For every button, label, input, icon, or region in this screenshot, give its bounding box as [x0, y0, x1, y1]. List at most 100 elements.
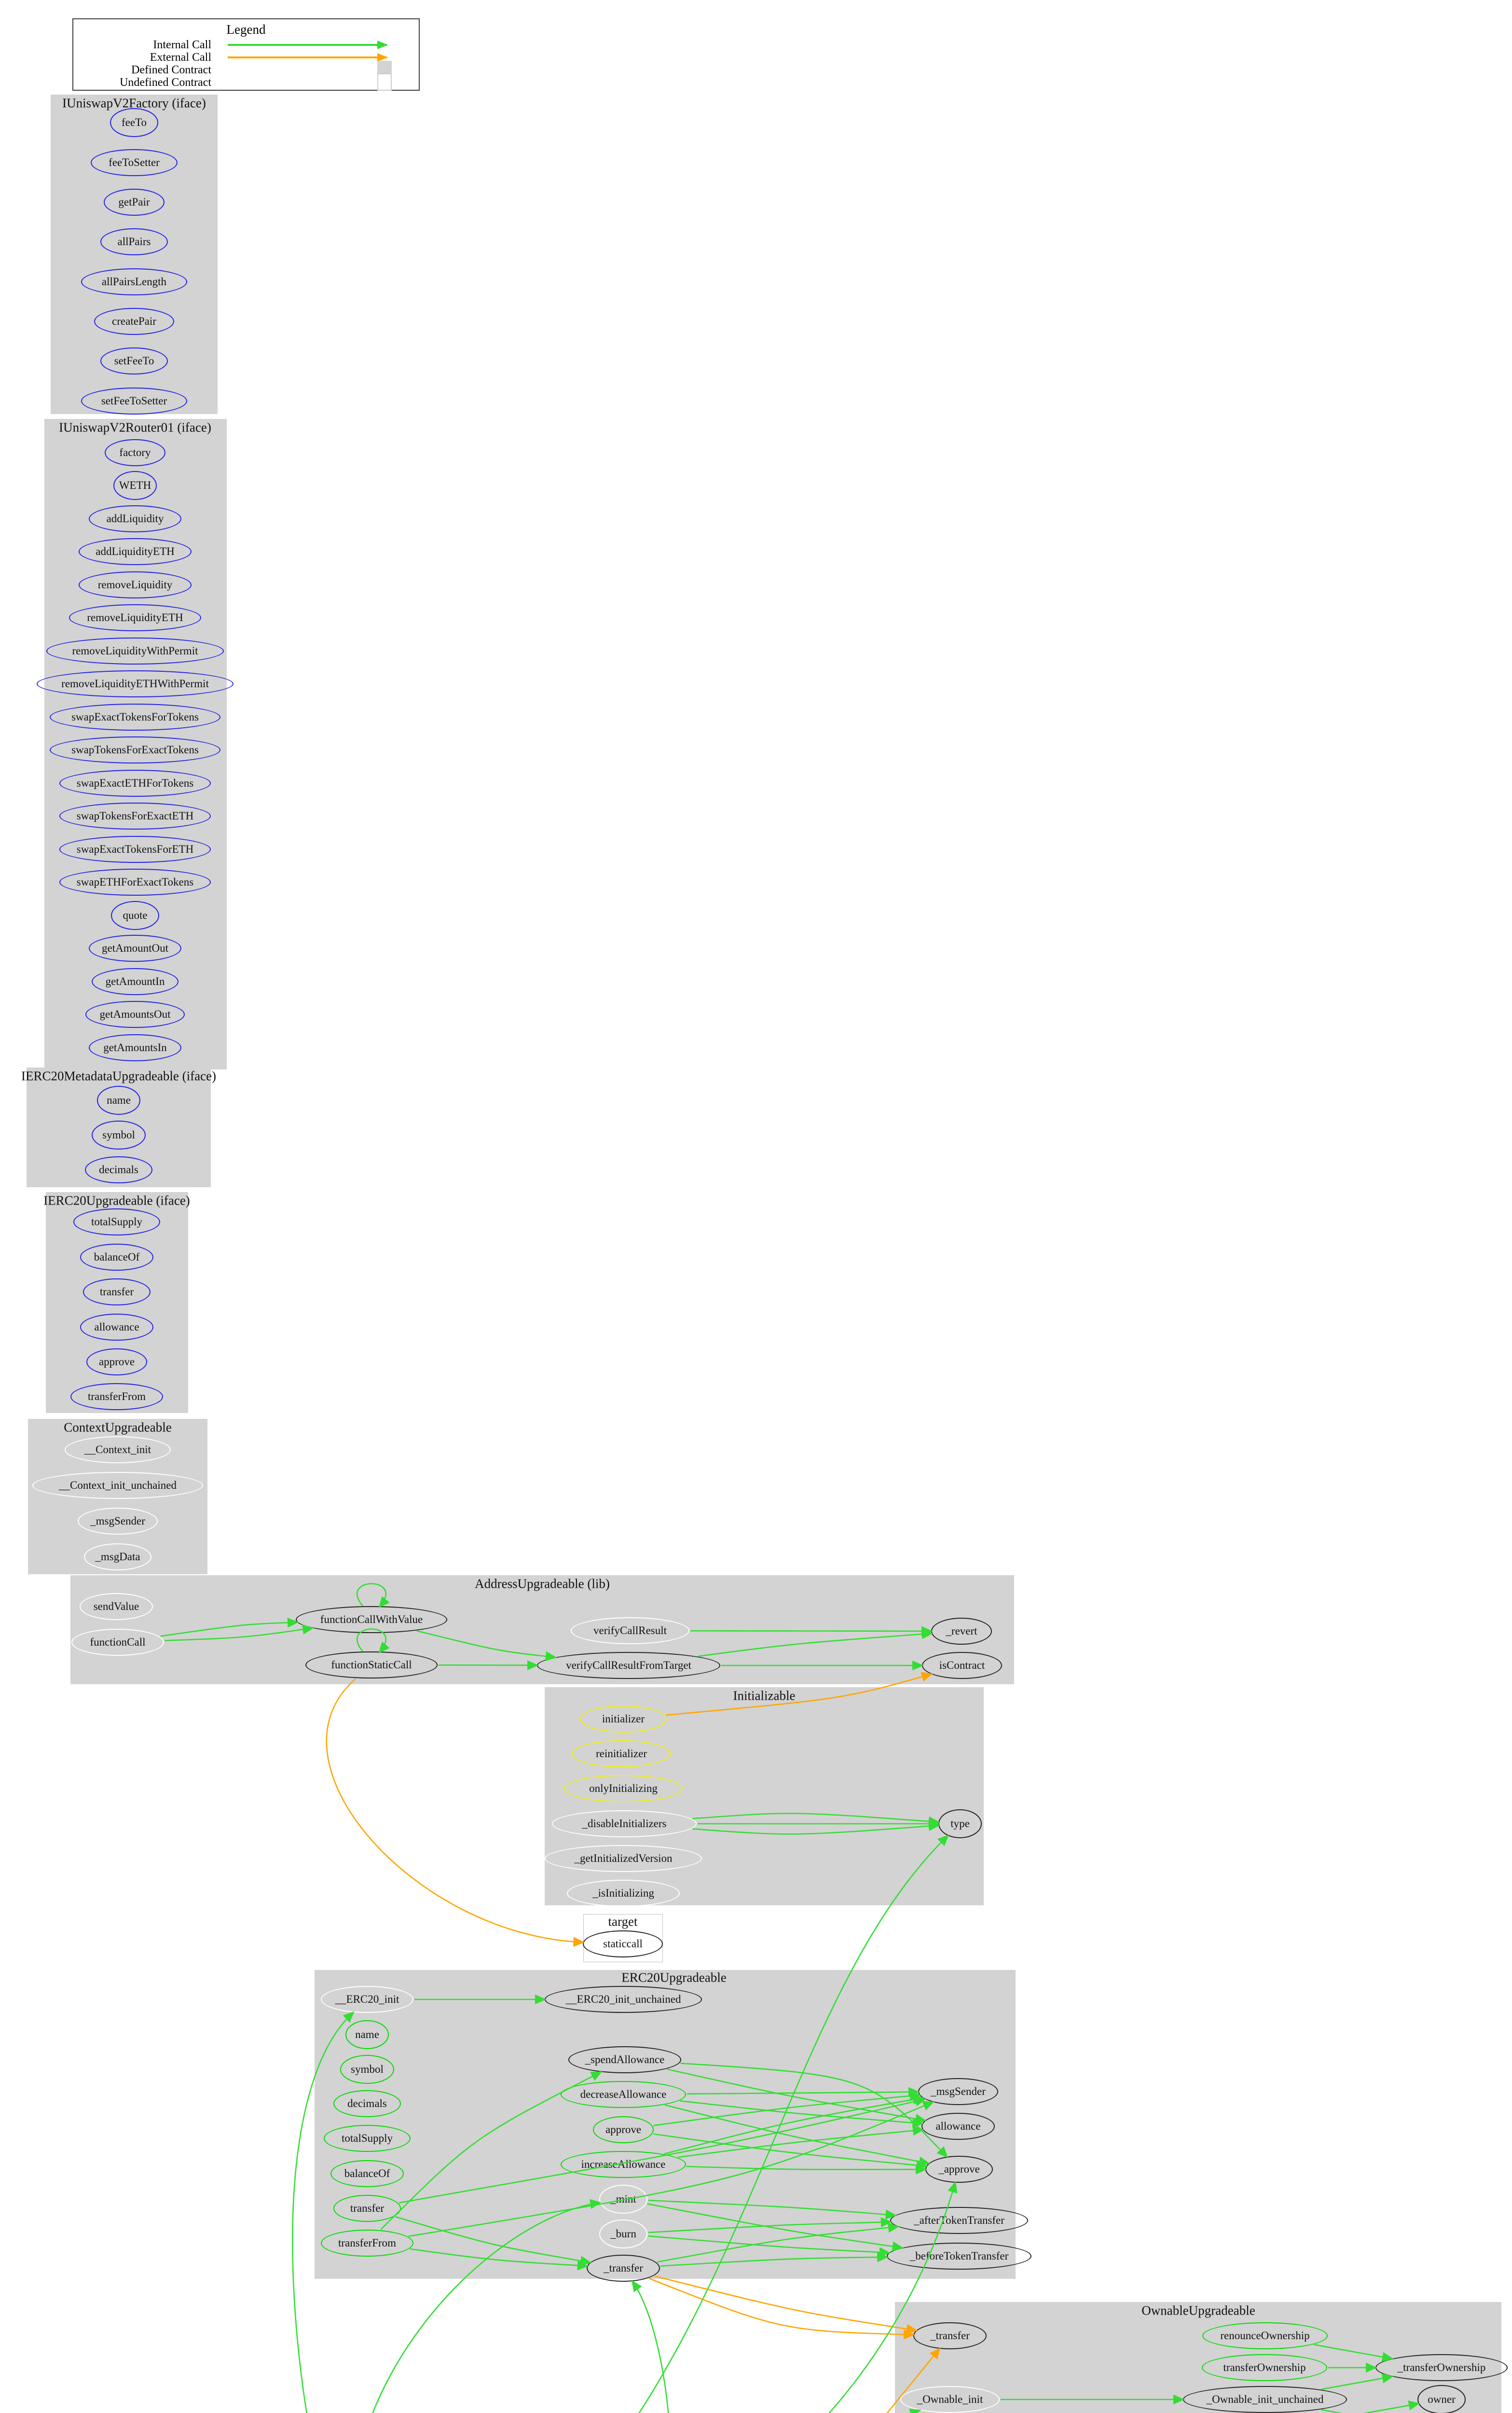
node-ownable-_transfer: _transfer	[913, 2322, 987, 2349]
node-erc20-_spendAllowance: _spendAllowance	[568, 2046, 681, 2073]
undefined-contract-swatch	[377, 73, 392, 91]
node-init-_isInitializing: _isInitializing	[567, 1880, 680, 1907]
node-erc20-_burn: _burn	[599, 2219, 647, 2248]
node-factoryIface-setFeeTo: setFeeTo	[100, 347, 168, 374]
node-erc20-name: name	[345, 2020, 389, 2049]
node-ierc20-totalSupply: totalSupply	[73, 1208, 160, 1235]
node-factoryIface-feeTo: feeTo	[110, 108, 158, 137]
node-erc20-allowance: allowance	[921, 2113, 995, 2140]
legend-item-label: Undefined Contract	[120, 76, 211, 89]
node-init-reinitializer: reinitializer	[572, 1740, 671, 1767]
external-call-arrow-icon	[228, 53, 388, 62]
node-init-type: type	[938, 1809, 982, 1838]
node-context-_msgData: _msgData	[84, 1543, 151, 1570]
node-factoryIface-allPairs: allPairs	[100, 228, 168, 255]
node-factoryIface-setFeeToSetter: setFeeToSetter	[81, 388, 187, 415]
node-erc20-_beforeTokenTransfer: _beforeTokenTransfer	[887, 2243, 1031, 2270]
cluster-title-erc20meta: IERC20MetadataUpgradeable (iface)	[21, 1068, 217, 1083]
node-context-__Context_init_unchained: __Context_init_unchained	[32, 1472, 203, 1499]
node-ierc20-allowance: allowance	[80, 1314, 153, 1341]
node-router01-quote: quote	[111, 901, 159, 930]
cluster-title-addr: AddressUpgradeable (lib)	[475, 1576, 610, 1591]
node-router01-getAmountsOut: getAmountsOut	[85, 1001, 185, 1028]
node-router01-WETH: WETH	[113, 471, 157, 500]
node-addr-functionCallWithValue: functionCallWithValue	[296, 1606, 447, 1633]
node-init-initializer: initializer	[580, 1706, 667, 1733]
node-erc20-__ERC20_init_unchained: __ERC20_init_unchained	[545, 1986, 702, 2013]
node-erc20meta-decimals: decimals	[85, 1156, 152, 1183]
node-erc20-balanceOf: balanceOf	[330, 2160, 404, 2187]
node-erc20-transfer: transfer	[333, 2195, 401, 2222]
node-router01-swapExactTokensForETH: swapExactTokensForETH	[59, 836, 211, 863]
node-erc20-_msgSender: _msgSender	[918, 2078, 998, 2105]
node-erc20-_transfer: _transfer	[587, 2255, 660, 2282]
node-ownable-_Ownable_init: _Ownable_init	[900, 2386, 1000, 2413]
node-router01-removeLiquidity: removeLiquidity	[79, 571, 192, 598]
node-ownable-renounceOwnership: renounceOwnership	[1202, 2322, 1328, 2349]
legend-item-label: Defined Contract	[131, 63, 211, 76]
node-erc20-_mint: _mint	[599, 2185, 647, 2214]
node-factoryIface-createPair: createPair	[94, 308, 174, 335]
node-ierc20-balanceOf: balanceOf	[80, 1244, 153, 1271]
node-router01-swapExactTokensForTokens: swapExactTokensForTokens	[50, 704, 220, 731]
node-erc20-transferFrom: transferFrom	[321, 2230, 413, 2257]
node-ownable-transferOwnership: transferOwnership	[1202, 2354, 1327, 2381]
node-context-__Context_init: __Context_init	[65, 1436, 171, 1463]
node-addr-_revert: _revert	[931, 1618, 992, 1645]
legend-title: Legend	[226, 22, 266, 37]
cluster-title-router01: IUniswapV2Router01 (iface)	[59, 420, 211, 435]
node-ownable-_transferOwnership: _transferOwnership	[1375, 2354, 1508, 2381]
node-addr-verifyCallResult: verifyCallResult	[571, 1617, 689, 1644]
node-router01-getAmountIn: getAmountIn	[92, 968, 179, 995]
cluster-title-ownable: OwnableUpgradeable	[1141, 2303, 1255, 2318]
cluster-title-factoryIface: IUniswapV2Factory (iface)	[62, 96, 206, 111]
node-erc20-_approve: _approve	[925, 2156, 993, 2183]
legend-item-label: External Call	[150, 51, 211, 64]
node-ownable-_Ownable_init_unchained: _Ownable_init_unchained	[1183, 2386, 1347, 2413]
node-addr-verifyCallResultFromTarget: verifyCallResultFromTarget	[537, 1652, 720, 1679]
node-init-_disableInitializers: _disableInitializers	[552, 1810, 697, 1837]
node-ierc20-approve: approve	[86, 1348, 147, 1375]
node-factoryIface-feeToSetter: feeToSetter	[91, 149, 178, 176]
node-target-staticcall: staticcall	[583, 1930, 663, 1957]
node-ierc20-transferFrom: transferFrom	[70, 1383, 163, 1410]
node-erc20-decimals: decimals	[333, 2090, 401, 2117]
node-erc20-_afterTokenTransfer: _afterTokenTransfer	[890, 2207, 1028, 2234]
node-erc20-symbol: symbol	[340, 2055, 394, 2084]
cluster-title-context: ContextUpgradeable	[64, 1420, 172, 1435]
cluster-title-init: Initializable	[733, 1688, 796, 1703]
node-init-_getInitializedVersion: _getInitializedVersion	[545, 1845, 702, 1872]
node-addr-functionStaticCall: functionStaticCall	[305, 1651, 438, 1678]
node-router01-getAmountOut: getAmountOut	[89, 935, 181, 962]
node-addr-sendValue: sendValue	[80, 1593, 153, 1620]
node-context-_msgSender: _msgSender	[78, 1508, 158, 1535]
node-factoryIface-getPair: getPair	[104, 189, 165, 216]
internal-call-arrow-icon	[228, 41, 388, 49]
legend-item-label: Internal Call	[153, 38, 211, 51]
node-router01-swapETHForExactTokens: swapETHForExactTokens	[59, 869, 211, 896]
node-erc20-totalSupply: totalSupply	[324, 2125, 411, 2152]
cluster-title-target: target	[608, 1914, 638, 1929]
node-factoryIface-allPairsLength: allPairsLength	[81, 268, 187, 295]
node-router01-swapTokensForExactETH: swapTokensForExactETH	[59, 803, 211, 830]
node-addr-isContract: isContract	[922, 1652, 1002, 1679]
node-erc20-decreaseAllowance: decreaseAllowance	[561, 2081, 686, 2108]
node-router01-addLiquidityETH: addLiquidityETH	[79, 538, 192, 565]
node-router01-addLiquidity: addLiquidity	[89, 505, 181, 532]
node-ownable-owner: owner	[1417, 2385, 1466, 2413]
node-router01-swapTokensForExactTokens: swapTokensForExactTokens	[50, 736, 220, 763]
cluster-title-ierc20: IERC20Upgradeable (iface)	[43, 1193, 190, 1208]
node-ierc20-transfer: transfer	[83, 1278, 151, 1305]
cluster-title-erc20: ERC20Upgradeable	[621, 1970, 727, 1985]
node-router01-removeLiquidityETHWithPermit: removeLiquidityETHWithPermit	[37, 670, 234, 697]
node-router01-removeLiquidityETH: removeLiquidityETH	[69, 604, 201, 631]
node-router01-factory: factory	[105, 439, 165, 466]
cluster-erc20	[315, 1970, 1016, 2279]
node-init-onlyInitializing: onlyInitializing	[564, 1775, 683, 1802]
node-erc20meta-symbol: symbol	[92, 1121, 146, 1150]
node-router01-getAmountsIn: getAmountsIn	[89, 1034, 181, 1061]
node-router01-swapExactETHForTokens: swapExactETHForTokens	[59, 770, 211, 797]
node-erc20-approve: approve	[593, 2116, 654, 2143]
